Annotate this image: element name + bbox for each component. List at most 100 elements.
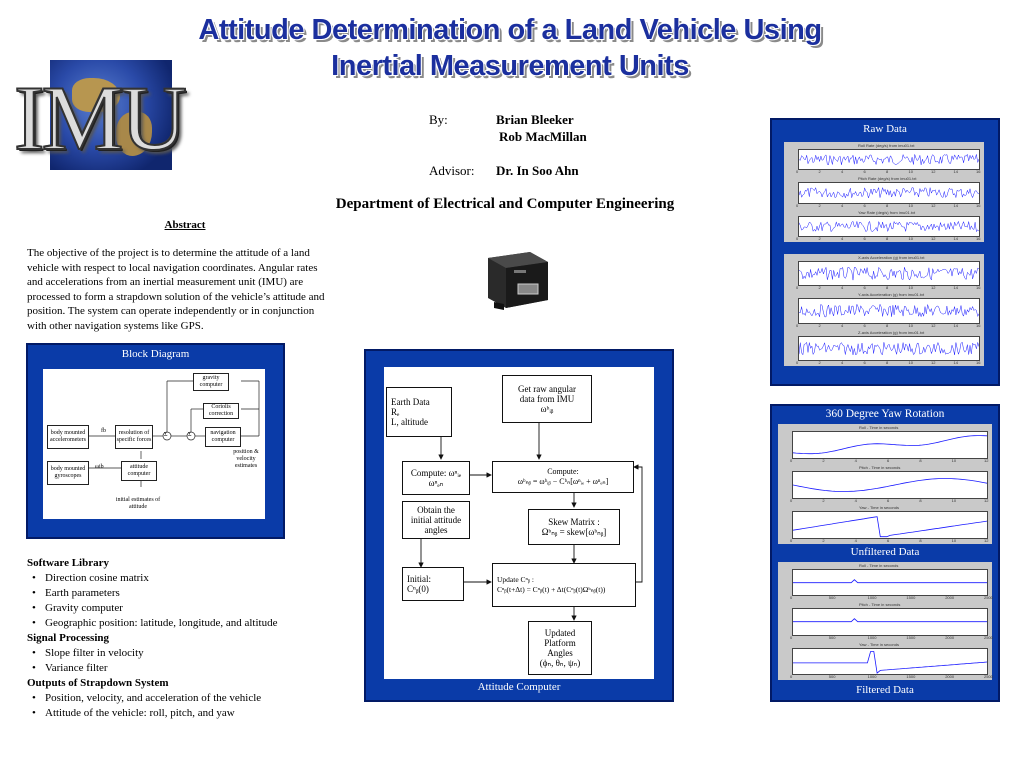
signal-line [792, 478, 988, 492]
x-tick-label: 4 [841, 322, 844, 328]
signal-trace [792, 516, 988, 538]
x-tick-label: 10 [951, 458, 957, 463]
x-tick-label: 16 [976, 202, 981, 208]
x-tick-label: 12 [931, 322, 936, 328]
plot-title: Roll - Time in seconds [859, 563, 899, 568]
yaw-rotation-panel: 360 Degree Yaw Rotation Roll - Time in s… [770, 404, 1000, 702]
plot-title: Roll Rate (deg/s) from imu01.txt [858, 143, 915, 148]
list-item: Direction cosine matrix [27, 571, 347, 586]
signal-trace [798, 220, 980, 233]
title-line-2: Inertial Measurement Units [331, 50, 689, 82]
x-tick-label: 4 [841, 285, 844, 291]
x-tick-label: 12 [931, 202, 936, 208]
block-diagram-lines [89, 380, 260, 487]
x-tick-label: 10 [908, 360, 913, 365]
x-tick-label: 4 [841, 169, 844, 175]
x-tick-label: 8 [886, 322, 889, 328]
x-tick-label: 0 [796, 169, 799, 175]
x-tick-label: 6 [863, 169, 866, 175]
plot-title: Pitch - Time in seconds [859, 465, 901, 470]
x-tick-label: 16 [976, 285, 981, 291]
x-tick-label: 1500 [906, 595, 916, 601]
compute-right-line: Compute: [547, 467, 579, 476]
x-tick-label: 6 [863, 285, 866, 291]
signal-line [792, 516, 988, 538]
list-item: Variance filter [27, 661, 347, 676]
x-tick-label: 10 [908, 322, 913, 328]
x-tick-label: 10 [908, 285, 913, 291]
gyroscopes-box: body mounted gyroscopes [47, 461, 89, 485]
x-tick-label: 12 [931, 169, 936, 175]
signal-plot [798, 335, 980, 361]
attitude-computer-panel: Earth Data Rₑ L, altitude Get raw angula… [364, 349, 674, 702]
skew-line: Ωᵇₙᵦ = skew[ωᵇₙᵦ] [541, 527, 607, 537]
plot-title: Yaw - Time in seconds [859, 641, 899, 647]
signal-trace [798, 153, 980, 166]
signal-plot [798, 261, 980, 287]
by-label: By: [429, 112, 448, 127]
get-raw-line: Get raw angular [518, 384, 576, 394]
initial-line: Initial: [407, 574, 431, 584]
x-tick-label: 4 [841, 202, 844, 208]
block-diagram-title: Block Diagram [121, 348, 190, 360]
x-tick-label: 0 [796, 322, 799, 328]
obtain-line: angles [424, 525, 448, 535]
advisor-label: Advisor: [429, 163, 475, 178]
x-tick-label: 10 [908, 202, 913, 208]
signal-plot [792, 431, 988, 459]
yaw-rotation-title: 360 Degree Yaw Rotation [825, 408, 945, 420]
signal-trace [793, 579, 987, 584]
x-tick-label: 500 [828, 595, 836, 601]
signal-trace [792, 435, 988, 455]
x-tick-label: 8 [919, 498, 922, 503]
signal-trace [793, 650, 988, 674]
update-dcm-box: Update Cⁿᵦ : Cⁿᵦ(t+Δt) = Cⁿᵦ(t) + Δt(Cⁿᵦ… [492, 563, 636, 607]
x-tick-label: 12 [984, 498, 989, 503]
author-1: Brian Bleeker [496, 112, 574, 127]
x-tick-label: 4 [854, 538, 857, 543]
x-tick-label: 1000 [867, 634, 877, 640]
department: Department of Electrical and Computer En… [335, 196, 675, 212]
signal-line [798, 153, 980, 166]
x-tick-label: 2 [822, 458, 825, 463]
signal-line [798, 303, 980, 318]
x-tick-label: 10 [951, 538, 957, 543]
x-tick-label: 10 [908, 236, 913, 241]
obtain-line: initial attitude [410, 515, 462, 525]
signal-trace [798, 266, 980, 281]
sum-node-2: Σ [188, 432, 192, 438]
x-tick-label: 6 [863, 322, 866, 328]
x-tick-label: 8 [886, 236, 889, 241]
advisor-name: Dr. In Soo Ahn [496, 163, 579, 178]
title-line-1: Attitude Determination of a Land Vehicle… [198, 14, 822, 46]
x-tick-label: 0 [790, 538, 793, 543]
x-tick-label: 1000 [867, 674, 877, 679]
author-2: Rob MacMillan [499, 129, 587, 144]
x-tick-label: 10 [908, 169, 913, 175]
list-item: Position, velocity, and acceleration of … [27, 691, 347, 706]
compute-left-line: ωⁿₑₙ [428, 478, 444, 488]
signal-plot [798, 149, 980, 171]
x-tick-label: 0 [796, 236, 799, 241]
x-tick-label: 2500 [984, 595, 993, 601]
x-tick-label: 2 [822, 538, 825, 543]
signal-trace [793, 618, 987, 623]
initial-dcm-box: Initial: Cⁿᵦ(0) [402, 567, 464, 601]
x-tick-label: 2 [818, 360, 821, 365]
x-tick-label: 4 [854, 458, 857, 463]
signal-plot [792, 511, 988, 539]
x-tick-label: 0 [796, 202, 799, 208]
x-tick-label: 10 [951, 498, 957, 503]
update-line: Cⁿᵦ(t+Δt) = Cⁿᵦ(t) + Δt(Cⁿᵦ(t)Ωᵇₙᵦ(t)) [497, 585, 606, 594]
filtered-title: Filtered Data [856, 684, 914, 696]
signal-plot [792, 471, 988, 499]
x-tick-label: 2500 [984, 634, 993, 640]
plot-title: Yaw - Time in seconds [859, 505, 899, 510]
earth-data-line: Rₑ [391, 407, 400, 417]
obtain-line: Obtain the [417, 505, 455, 515]
x-tick-label: 1500 [906, 674, 916, 679]
x-tick-label: 0 [796, 360, 799, 365]
signal-line [798, 341, 980, 356]
imu-logo: IMU [13, 67, 188, 169]
